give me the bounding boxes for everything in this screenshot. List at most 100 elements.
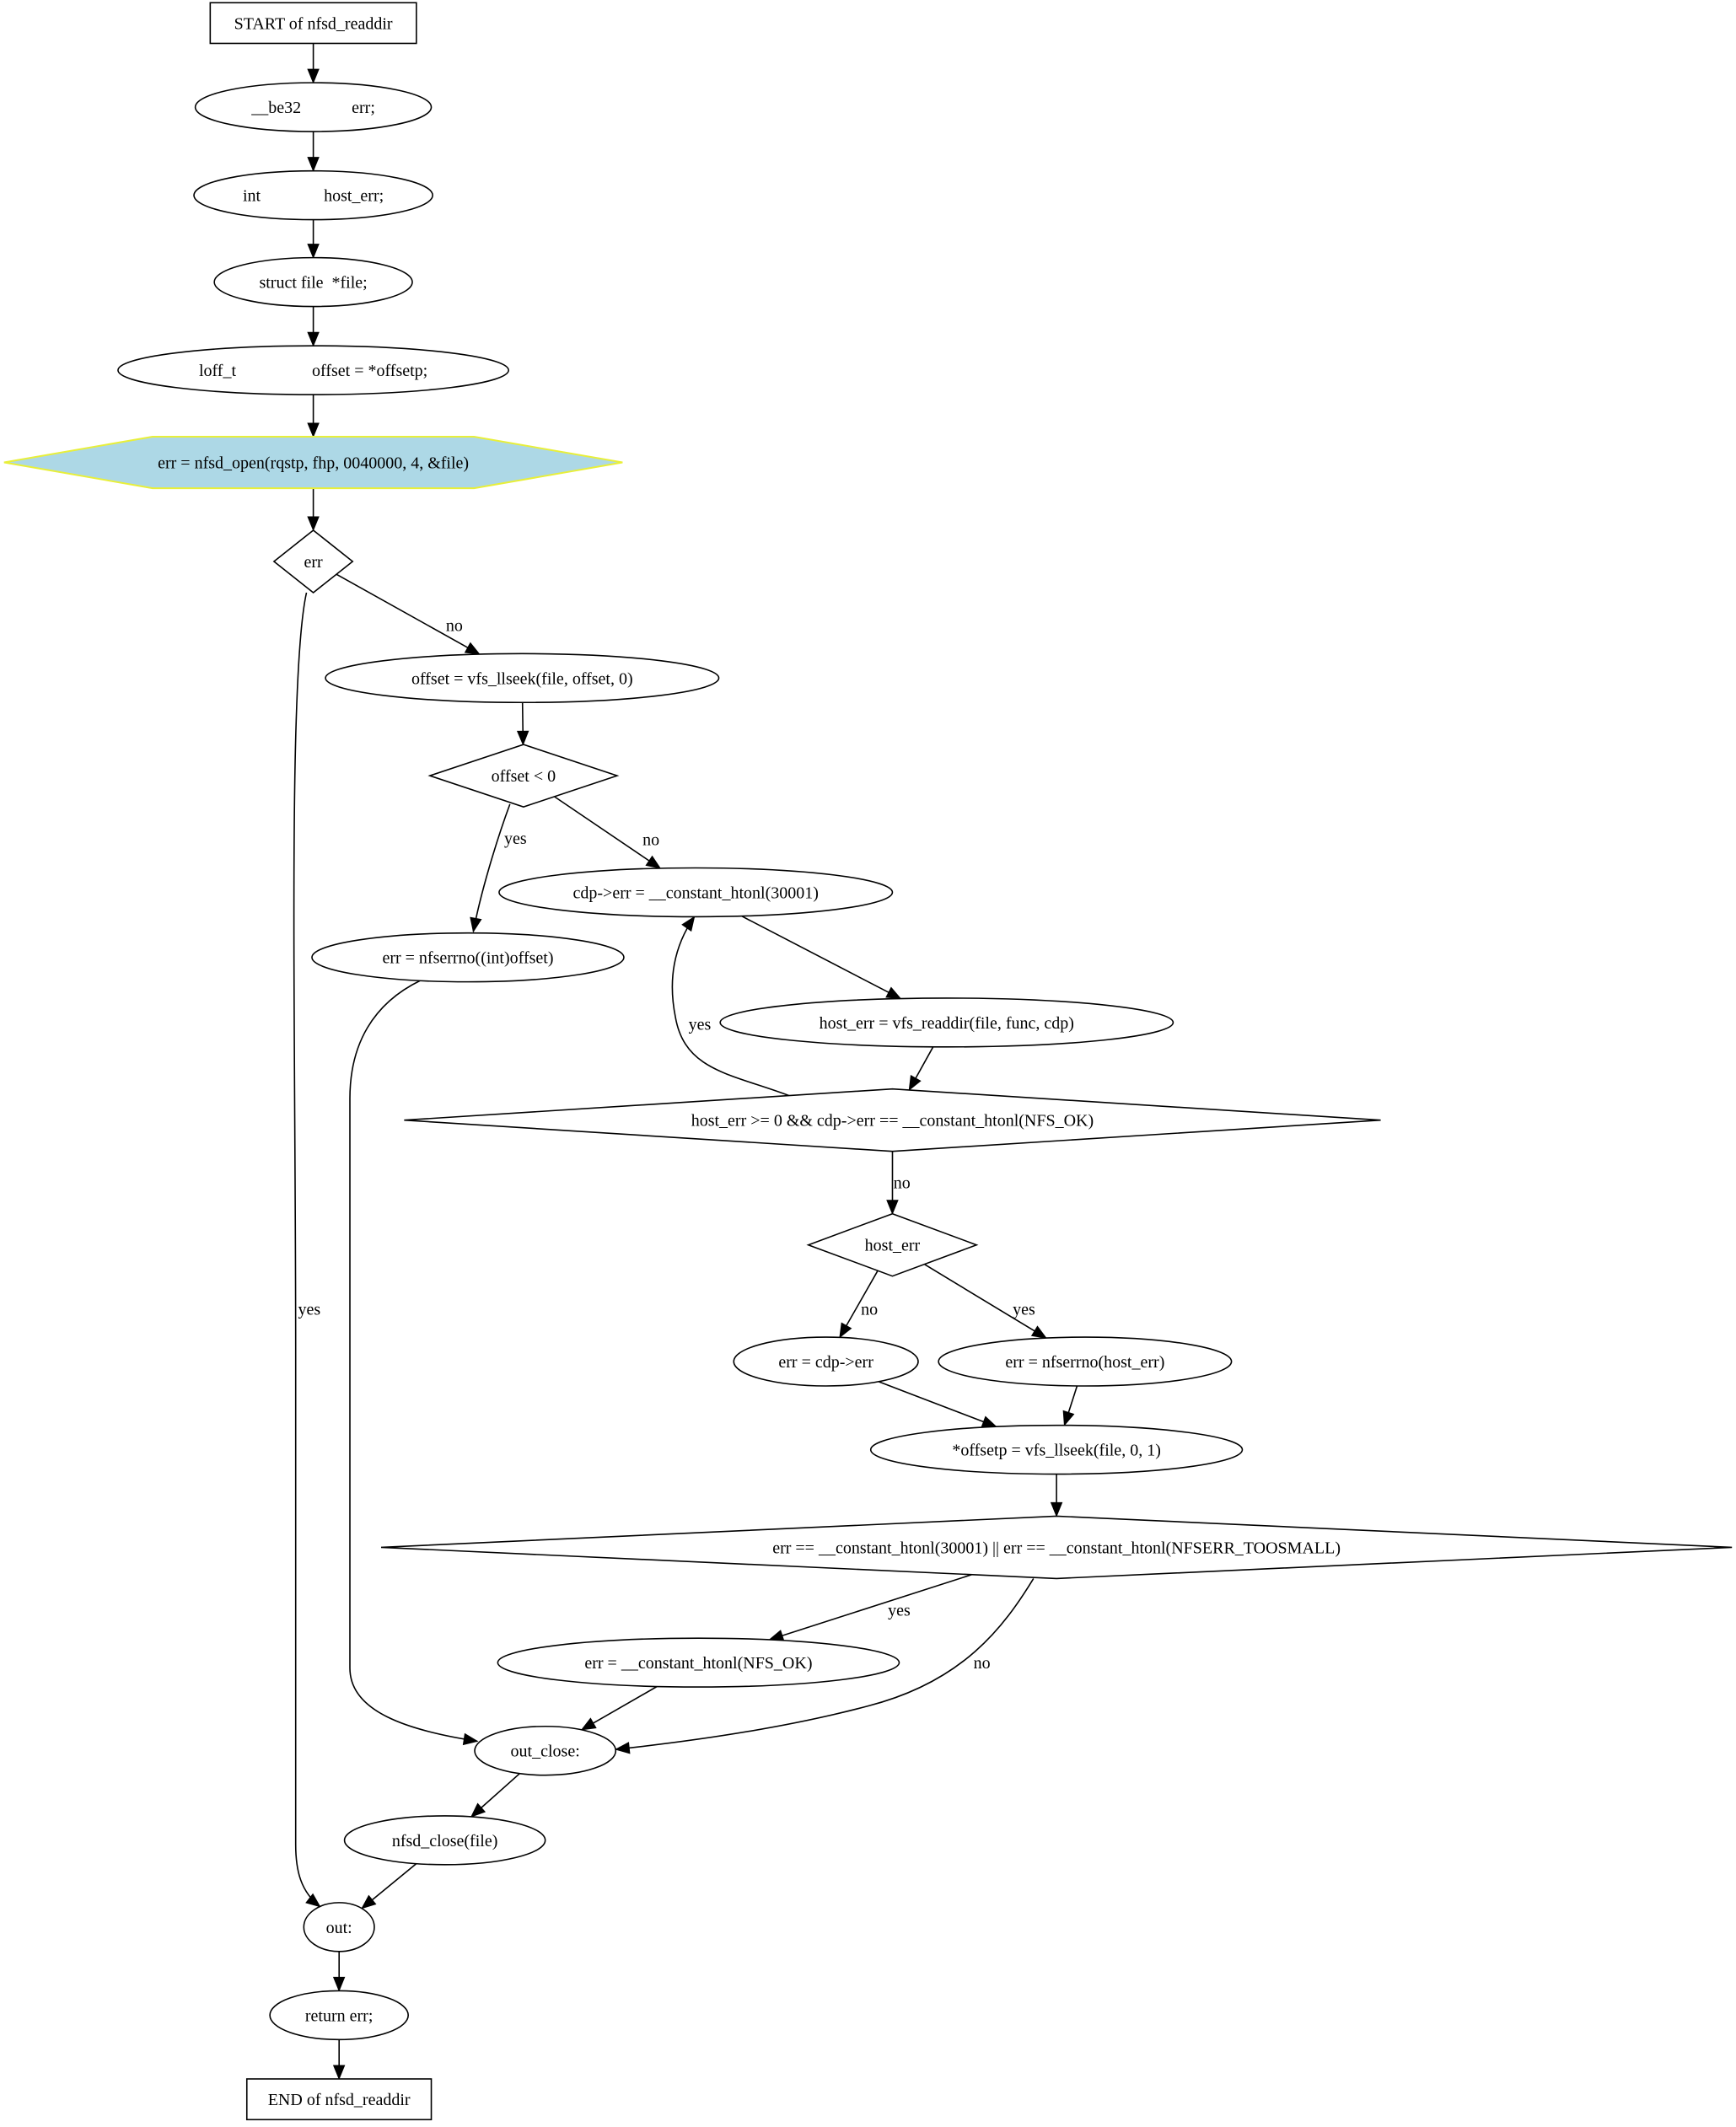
arrowhead [307,331,320,347]
node-label: return err; [305,2006,374,2025]
node-label: out_close: [511,1743,580,1761]
node-offset-lt0: offset < 0 [427,744,620,808]
arrowhead [886,1200,899,1216]
edge-return_err-to-end [332,2039,346,2081]
node-label: offset < 0 [492,767,556,786]
ellipse-shape [938,1336,1233,1387]
node-struct-file: struct file *file; [213,256,413,308]
edge-line [741,915,894,996]
node-toosmall-cond: err == __constant_htonl(30001) || err ==… [380,1515,1733,1580]
edge-struct_file-to-loff_t [307,306,320,347]
diamond-shape [427,744,620,808]
node-vfs-readdir: host_err = vfs_readdir(file, func, cdp) [719,997,1174,1048]
arrowhead [462,1732,479,1746]
arrowhead [470,1802,486,1818]
node-label: *offsetp = vfs_llseek(file, 0, 1) [952,1442,1161,1460]
ellipse-shape [497,1637,900,1688]
edge-loop_cond-to-host_err_check: no [886,1151,911,1216]
edge-toosmall_cond-to-out_close: no [614,1577,1035,1754]
edge-vfs_llseek-to-offset_lt0 [516,702,529,746]
arrowhead [464,642,481,655]
node-err-cdp: err = cdp->err [733,1336,919,1387]
edge-line [554,796,654,865]
edge-offsetp_llseek-to-toosmall_cond [1050,1474,1063,1517]
node-offsetp-llseek: *offsetp = vfs_llseek(file, 0, 1) [869,1424,1244,1475]
ellipse-shape [474,1725,617,1776]
edge-line [476,1773,520,1813]
node-label: loff_t offset = *offsetp; [199,362,427,380]
node-label: out: [326,1919,352,1937]
node-label: __be32 err; [250,99,375,117]
edge-line [588,1685,658,1727]
edge-line [615,1577,1035,1750]
edge-err_nfs_ok-to-out_close [580,1685,658,1731]
diamond-shape [272,529,354,594]
node-nfsd-close: nfsd_close(file) [343,1815,546,1866]
nodes-layer: START of nfsd_readdir __be32 err; int host… [3,2,1733,2121]
edge-host_err_check-to-nfserrno_host: yes [923,1263,1047,1339]
arrowhead [516,730,529,746]
node-label: err == __constant_htonl(30001) || err ==… [772,1539,1341,1557]
ellipse-shape [869,1424,1244,1475]
edge-line [336,573,473,651]
node-nfserrno-host: err = nfserrno(host_err) [938,1336,1233,1387]
edge-label-yes: yes [298,1300,320,1319]
arrowhead [332,2065,346,2081]
edge-err_check-to-vfs_llseek: no [336,573,481,655]
node-label: err = nfserrno(host_err) [1005,1353,1164,1372]
arrowhead [307,244,320,259]
ellipse-shape [325,653,720,704]
node-label: nfsd_close(file) [392,1832,498,1850]
box-shape [209,2,417,45]
node-label: END of nfsd_readdir [268,2091,411,2109]
node-label: err = nfserrno((int)offset) [382,949,553,968]
diamond-shape [380,1515,1733,1580]
edge-line [923,1263,1040,1335]
node-err-nfs-ok: err = __constant_htonl(NFS_OK) [497,1637,900,1688]
node-loop-cond: host_err >= 0 && cdp->err == __constant_… [404,1088,1381,1152]
edge-line [912,1046,934,1083]
arrowhead [307,422,320,438]
edge-label-yes: yes [504,830,527,848]
edge-label-no: no [446,617,463,636]
arrowhead [1030,1325,1047,1339]
node-out: out: [303,1902,375,1952]
edge-toosmall_cond-to-err_nfs_ok: yes [768,1574,972,1641]
edge-label-yes: yes [1013,1300,1035,1319]
ellipse-shape [311,932,625,983]
node-label: host_err >= 0 && cdp->err == __constant_… [691,1112,1094,1131]
arrowhead [361,1894,377,1909]
edge-line [368,1862,417,1904]
edge-label-no: no [894,1174,911,1193]
arrowhead [681,916,696,932]
node-label: int host_err; [243,187,384,206]
edge-host_err_check-to-err_cdp: no [839,1270,879,1339]
node-out-close: out_close: [474,1725,617,1776]
edge-line [777,1574,972,1638]
edge-err_check-to-out: yes [293,592,321,1908]
arrowhead [1050,1501,1063,1517]
edge-line [349,980,478,1743]
edge-line [472,803,511,932]
node-nfserrno-offset: err = nfserrno((int)offset) [311,932,625,983]
node-start: START of nfsd_readdir [209,2,417,45]
arrowhead [908,1075,922,1092]
edge-be32-to-int_host_err [307,132,320,173]
edge-loff_t-to-nfsd_open [307,395,320,438]
diamond-shape [806,1212,979,1277]
edge-label-yes: yes [689,1016,712,1034]
edge-nfsd_open-to-err_check [307,488,320,532]
arrowhead [645,855,662,869]
arrowhead [614,1742,631,1754]
ellipse-shape [303,1902,375,1952]
node-cdp-err: cdp->err = __constant_htonl(30001) [498,867,894,918]
ellipse-shape [498,867,894,918]
arrowhead [1062,1410,1075,1426]
edge-line [878,1381,989,1425]
edge-cdp_err-to-vfs_readdir [741,915,902,1000]
node-be32: __be32 err; [194,82,433,132]
node-label: host_err = vfs_readdir(file, func, cdp) [820,1014,1074,1033]
node-label: struct file *file; [259,274,367,293]
arrowhead [305,1893,321,1908]
